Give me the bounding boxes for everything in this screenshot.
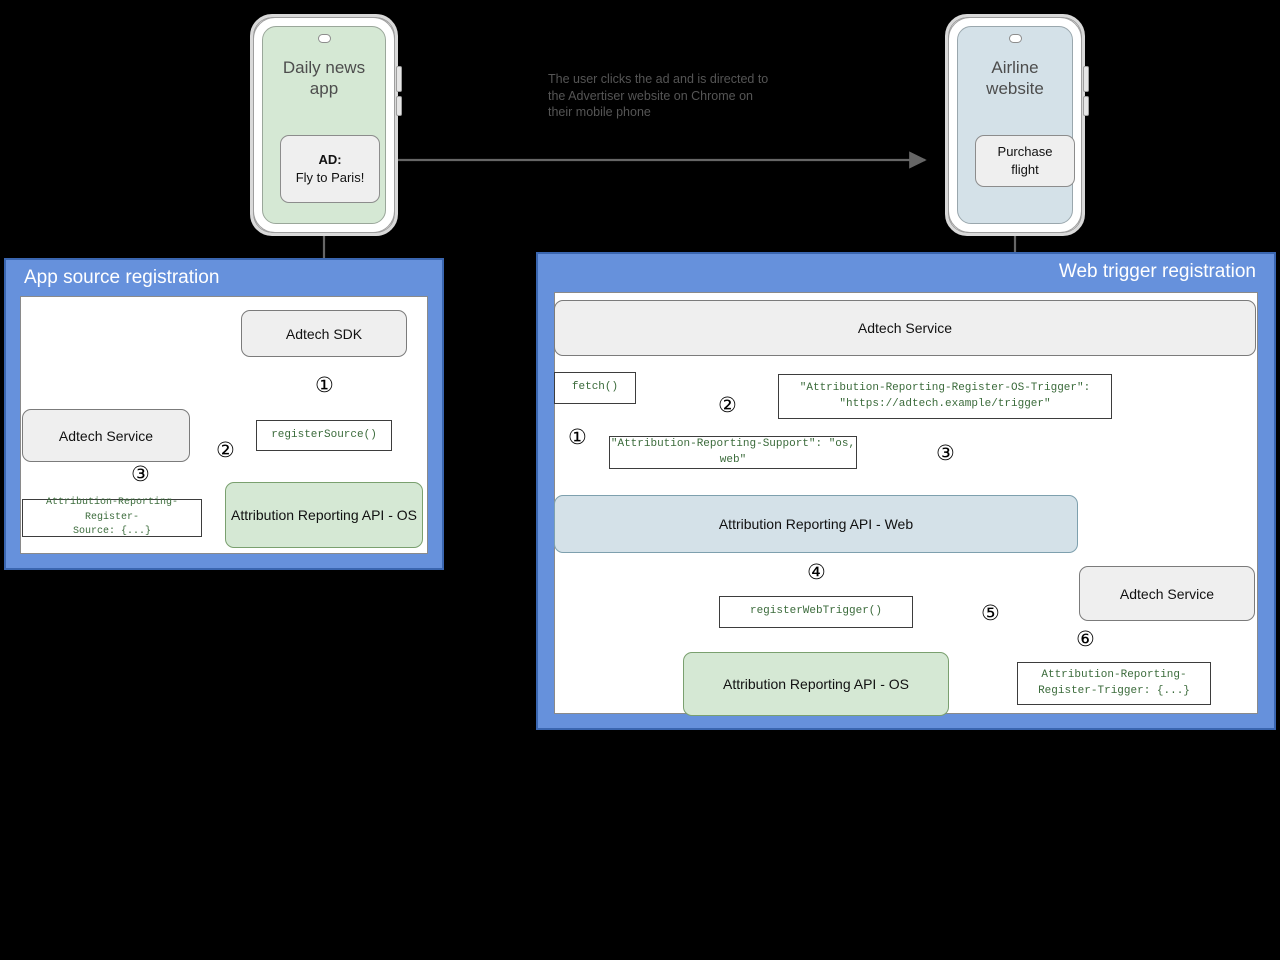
code-register-source: registerSource() (256, 420, 392, 451)
camera-icon (1008, 34, 1022, 43)
phone-left-title: Daily news app (282, 58, 366, 99)
step-marker-1-right: ① (568, 425, 587, 449)
step-marker-4-right: ④ (807, 560, 826, 584)
phone-airline-website: Airline website Purchase flight (945, 14, 1085, 236)
code-fetch: fetch() (554, 372, 636, 404)
node-right-ar-api-os[interactable]: Attribution Reporting API - OS (683, 652, 949, 716)
code-attribution-reporting-support: "Attribution-Reporting-Support": "os, we… (609, 436, 857, 469)
phone-left-side-button-1 (396, 66, 402, 92)
node-right-adtech-service-bottom[interactable]: Adtech Service (1079, 566, 1255, 621)
purchase-flight-card[interactable]: Purchase flight (975, 135, 1075, 187)
code-register-os-trigger: "Attribution-Reporting-Register-OS-Trigg… (778, 374, 1112, 419)
code-register-source-header: Attribution-Reporting-Register- Source: … (22, 497, 202, 537)
step-marker-3-left: ③ (131, 462, 150, 486)
phone-daily-news: Daily news app AD: Fly to Paris! (250, 14, 398, 236)
node-left-ar-api-os[interactable]: Attribution Reporting API - OS (225, 482, 423, 548)
step-marker-1-left: ① (315, 373, 334, 397)
camera-icon (317, 34, 331, 43)
node-right-adtech-service-top[interactable]: Adtech Service (554, 300, 1256, 356)
step-marker-3-right: ③ (936, 441, 955, 465)
phone-left-side-button-2 (396, 96, 402, 116)
node-adtech-sdk[interactable]: Adtech SDK (241, 310, 407, 357)
phone-right-title: Airline website (986, 58, 1044, 99)
code-register-web-trigger: registerWebTrigger() (719, 596, 913, 628)
node-left-adtech-service[interactable]: Adtech Service (22, 409, 190, 462)
phone-screen-right: Airline website Purchase flight (957, 26, 1075, 224)
panel-title-app-source: App source registration (24, 267, 220, 288)
step-marker-6-right: ⑥ (1076, 627, 1095, 651)
phone-right-side-button-2 (1083, 96, 1089, 116)
panel-title-web-trigger: Web trigger registration (1058, 261, 1256, 282)
flow-caption: The user clicks the ad and is directed t… (548, 72, 769, 119)
ad-card[interactable]: AD: Fly to Paris! (280, 135, 380, 203)
phone-screen-left: Daily news app AD: Fly to Paris! (262, 26, 386, 224)
step-marker-5-right: ⑤ (981, 601, 1000, 625)
ad-card-title: AD: (318, 152, 342, 168)
step-marker-2-right: ② (718, 393, 737, 417)
phone-right-side-button-1 (1083, 66, 1089, 92)
step-marker-2-left: ② (216, 438, 235, 462)
code-register-trigger-header: Attribution-Reporting- Register-Trigger:… (1017, 662, 1211, 705)
ad-card-text: Fly to Paris! (295, 170, 365, 185)
node-ar-api-web[interactable]: Attribution Reporting API - Web (554, 495, 1078, 553)
